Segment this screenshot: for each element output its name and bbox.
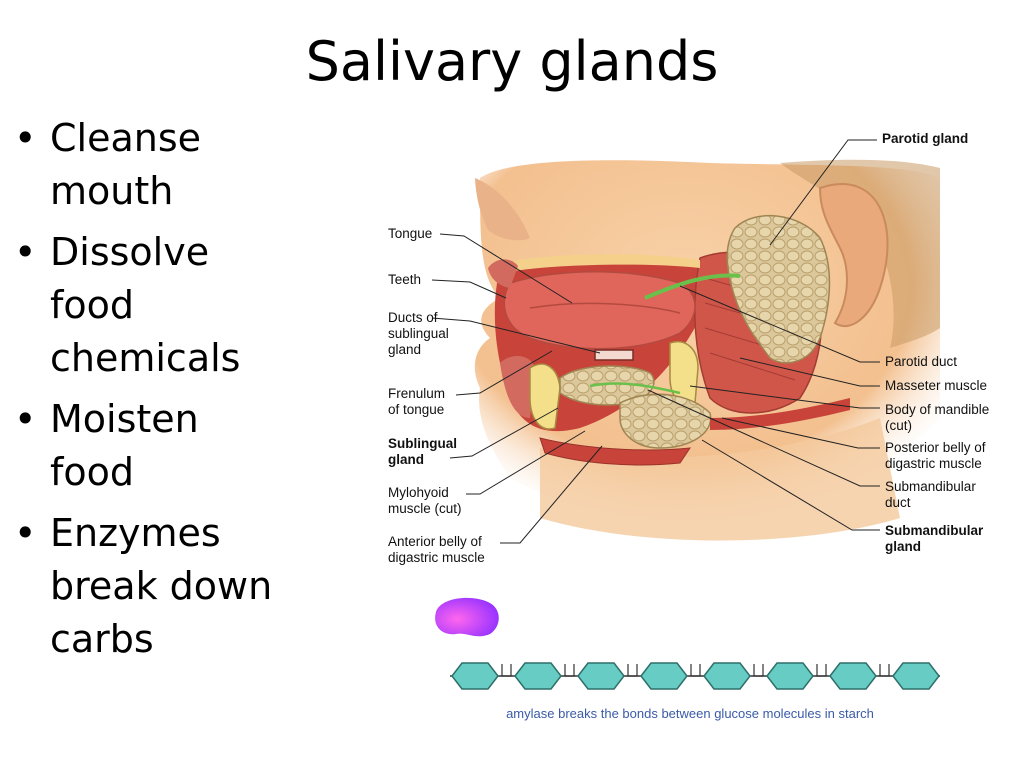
glycosidic-bond [627,664,638,677]
label-line: sublingual [388,326,449,341]
bullet-line: food [50,283,134,327]
glucose-molecule [829,662,877,690]
glucose-molecule [766,662,814,690]
label-frenulum: Frenulum of tongue [388,386,445,418]
glycosidic-bond [816,664,827,677]
label-masseter: Masseter muscle [885,378,988,393]
label-tongue: Tongue [388,226,433,241]
bullet-dot: • [14,230,37,274]
label-line: (cut) [885,418,912,433]
hair [780,159,940,348]
label-line: Ducts of [388,310,438,325]
sublingual-gland [559,365,655,406]
nose [475,178,530,241]
teeth [500,254,700,273]
amylase-enzyme [435,597,499,637]
glycosidic-bond [501,664,512,677]
starch-diagram [430,592,950,702]
glycosidic-bond [690,664,701,677]
glucose-chain [451,662,940,690]
bullet-line: mouth [50,169,174,213]
upper-lip [488,259,518,288]
mandible-cut [669,341,699,405]
bullet-line: Cleanse [50,116,202,160]
mylohyoid-muscle [539,437,692,466]
lower-lip [500,356,535,418]
glucose-molecule [892,662,940,690]
glucose-molecule [514,662,562,690]
label-line: gland [885,539,921,554]
starch-chain-drawing [435,597,940,690]
label-line: Sublingual [388,436,457,451]
label-line: Submandibular [885,523,984,538]
label-line: of tongue [388,402,445,417]
slide-title: Salivary glands [305,30,719,93]
label-line: duct [885,495,911,510]
label-line: muscle (cut) [388,501,462,516]
leader-lines-right [647,139,880,531]
glycosidic-bond [879,664,890,677]
bullet-line: Dissolve [50,230,210,274]
bullet-dot: • [14,116,37,160]
label-teeth: Teeth [388,272,422,287]
label-line: digastric muscle [388,550,485,565]
label-line: Mylohyoid [388,485,449,500]
ear [818,183,889,328]
label-line: Posterior belly of [885,440,986,455]
label-line: Body of mandible [885,402,990,417]
bullet-line: Enzymes [50,511,221,555]
label-line: digastric muscle [885,456,982,471]
label-mylohyoid: Mylohyoid muscle (cut) [388,485,462,517]
leader-lines-left [431,233,603,544]
bullet-line: carbs [50,617,154,661]
glycosidic-bond [753,664,764,677]
bullet-item: • Cleanse mouth [14,112,324,218]
glucose-molecule [640,662,688,690]
label-submandibular-duct: Submandibular duct [885,479,976,511]
label-parotid-gland: Parotid gland [882,131,969,146]
glucose-molecule [451,662,499,690]
glucose-molecule [577,662,625,690]
bullet-dot: • [14,397,37,441]
parotid-duct [644,273,741,300]
label-parotid-duct: Parotid duct [885,354,958,369]
bullet-item: • Enzymes break down carbs [14,507,324,666]
label-posterior-digastric: Posterior belly of digastric muscle [885,440,986,472]
tongue-groove [529,302,681,314]
bullet-line: food [50,450,134,494]
neck [540,418,900,541]
label-line: Submandibular [885,479,976,494]
label-line: gland [388,452,424,467]
submandibular-duct [589,382,681,395]
bullet-line: chemicals [50,336,241,380]
glucose-molecule [703,662,751,690]
label-submandibular-gland: Submandibular gland [885,523,983,555]
label-line: Anterior belly of [388,534,482,549]
label-line: gland [388,342,422,357]
bullet-list: • Cleanse mouth • Dissolve food chemical… [14,112,324,674]
anatomy-drawing [431,139,940,544]
label-mandible: Body of mandible (cut) [885,402,989,434]
sublingual-ducts [594,349,634,361]
mandible-front [529,363,561,430]
bullet-line: break down [50,564,273,608]
starch-caption: amylase breaks the bonds between glucose… [506,706,874,721]
bullet-dot: • [14,511,37,555]
label-line: Frenulum [388,386,446,401]
label-sublingual-gland: Sublingual gland [388,436,457,468]
glycosidic-bond [564,664,575,677]
bullet-line: Moisten [50,397,199,441]
label-anterior-digastric: Anterior belly of digastric muscle [388,534,485,566]
bullet-item: • Moisten food [14,393,324,499]
parotid-gland [726,215,831,364]
label-ducts-sublingual: Ducts of sublingual gland [388,310,449,358]
digastric-posterior [710,398,850,430]
salivary-gland-illustration: Tongue Teeth Ducts of sublingual gland F… [380,118,1020,586]
bullet-item: • Dissolve food chemicals [14,226,324,385]
